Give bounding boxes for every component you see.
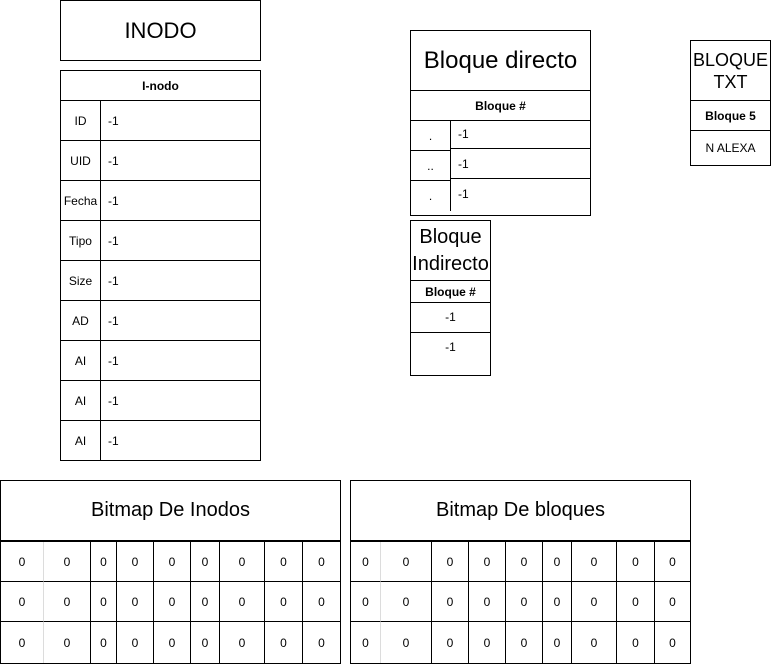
inode-field-value: -1	[101, 141, 260, 181]
bitmap-bit: 0	[469, 622, 506, 663]
inode-field-key: Tipo	[61, 221, 101, 261]
bitmap-bit: 0	[572, 582, 617, 622]
bitmap-bit: 0	[572, 542, 617, 582]
bitmap-bit: 0	[572, 622, 617, 663]
bitmap-bit: 0	[191, 622, 220, 663]
bitmap-bit: 0	[91, 542, 117, 582]
inode-field-value: -1	[101, 301, 260, 341]
bitmap-bit: 0	[117, 582, 154, 622]
bloque-directo-title: Bloque directo	[411, 31, 590, 91]
bitmap-bit: 0	[117, 542, 154, 582]
inode-field-key: ID	[61, 101, 101, 141]
bitmap-bit: 0	[154, 622, 191, 663]
inode-field-value: -1	[101, 341, 260, 381]
bitmap-bit: 0	[469, 542, 506, 582]
inode-field-value: -1	[101, 221, 260, 261]
inodo-title: INODO	[60, 0, 261, 61]
bitmap-bit: 0	[220, 542, 265, 582]
bitmap-bit: 0	[154, 542, 191, 582]
bitmap-bit: 0	[469, 582, 506, 622]
bitmap-bit: 0	[265, 542, 303, 582]
bitmap-bit: 0	[543, 542, 572, 582]
inode-field-key: UID	[61, 141, 101, 181]
bloque-directo-header: Bloque #	[411, 91, 590, 121]
bitmap-bit: 0	[432, 542, 469, 582]
directo-entry-pointer: -1	[458, 187, 469, 201]
bitmap-bit: 0	[265, 582, 303, 622]
inode-field-value: -1	[101, 261, 260, 301]
bitmap-bit: 0	[220, 622, 265, 663]
inode-table-header: I-nodo	[61, 71, 260, 101]
bitmap-bit: 0	[351, 622, 381, 663]
bitmap-bit: 0	[220, 582, 265, 622]
bloque-indirecto-header: Bloque #	[411, 281, 490, 303]
inode-field-key: AD	[61, 301, 101, 341]
bitmap-bit: 0	[44, 582, 91, 622]
bitmap-bit: 0	[1, 542, 44, 582]
directo-entry-name: .	[411, 181, 451, 211]
bitmap-bit: 0	[506, 622, 543, 663]
bitmap-bit: 0	[617, 542, 655, 582]
bitmap-bit: 0	[655, 542, 690, 582]
bitmap-bit: 0	[351, 582, 381, 622]
inode-field-value: -1	[101, 101, 260, 141]
bitmap-bit: 0	[1, 622, 44, 663]
directo-entry-pointer: -1	[451, 149, 590, 179]
bitmap-bit: 0	[191, 582, 220, 622]
bitmap-bit: 0	[44, 542, 91, 582]
bitmap-bit: 0	[381, 582, 432, 622]
bitmap-bit: 0	[655, 582, 690, 622]
bitmap-bit: 0	[506, 542, 543, 582]
bloque-indirecto-title: Bloque Indirecto	[411, 221, 490, 281]
bitmap-bit: 0	[432, 582, 469, 622]
bloque-txt: BLOQUE TXT Bloque 5 N ALEXA	[690, 40, 771, 166]
inode-field-key: AI	[61, 381, 101, 421]
bloque-indirecto: Bloque Indirecto Bloque # -1 -1	[410, 220, 491, 376]
bitmap-bit: 0	[351, 542, 381, 582]
inode-field-key: AI	[61, 421, 101, 461]
indirecto-pointer: -1	[411, 303, 490, 333]
bitmap-inodos-title: Bitmap De Inodos	[0, 480, 341, 541]
bitmap-bit: 0	[91, 622, 117, 663]
inode-field-value: -1	[101, 381, 260, 421]
bitmap-bit: 0	[265, 622, 303, 663]
bitmap-bit: 0	[191, 542, 220, 582]
bitmap-bit: 0	[44, 622, 91, 663]
inode-field-value: -1	[101, 181, 260, 221]
indirecto-pointer: -1	[445, 340, 456, 354]
bloque-txt-content: N ALEXA	[705, 141, 756, 155]
bitmap-bit: 0	[617, 582, 655, 622]
bitmap-bit: 0	[506, 582, 543, 622]
directo-entry-name: .	[411, 121, 451, 151]
bitmap-bit: 0	[91, 582, 117, 622]
bitmap-bit: 0	[117, 622, 154, 663]
inode-field-key: Size	[61, 261, 101, 301]
inode-field-key: AI	[61, 341, 101, 381]
bitmap-bit: 0	[1, 582, 44, 622]
bitmap-bloques-title: Bitmap De bloques	[350, 480, 691, 541]
bitmap-bit: 0	[303, 542, 340, 582]
bitmap-bit: 0	[543, 582, 572, 622]
inode-field-value: -1	[108, 434, 119, 448]
bloque-directo: Bloque directo Bloque # .-1..-1.-1	[410, 30, 591, 216]
bitmap-bit: 0	[617, 622, 655, 663]
bitmap-bit: 0	[669, 635, 676, 650]
bitmap-bit: 0	[381, 622, 432, 663]
directo-entry-name: ..	[411, 151, 451, 181]
bitmap-bit: 0	[543, 622, 572, 663]
bitmap-bit: 0	[318, 635, 325, 650]
bitmap-bit: 0	[381, 542, 432, 582]
inode-field-key: Fecha	[61, 181, 101, 221]
bitmap-bit: 0	[303, 582, 340, 622]
directo-entry-pointer: -1	[451, 119, 590, 149]
bloque-txt-header: Bloque 5	[691, 101, 770, 131]
bitmap-bit: 0	[154, 582, 191, 622]
bloque-txt-title: BLOQUE TXT	[691, 41, 770, 101]
bitmap-bit: 0	[432, 622, 469, 663]
